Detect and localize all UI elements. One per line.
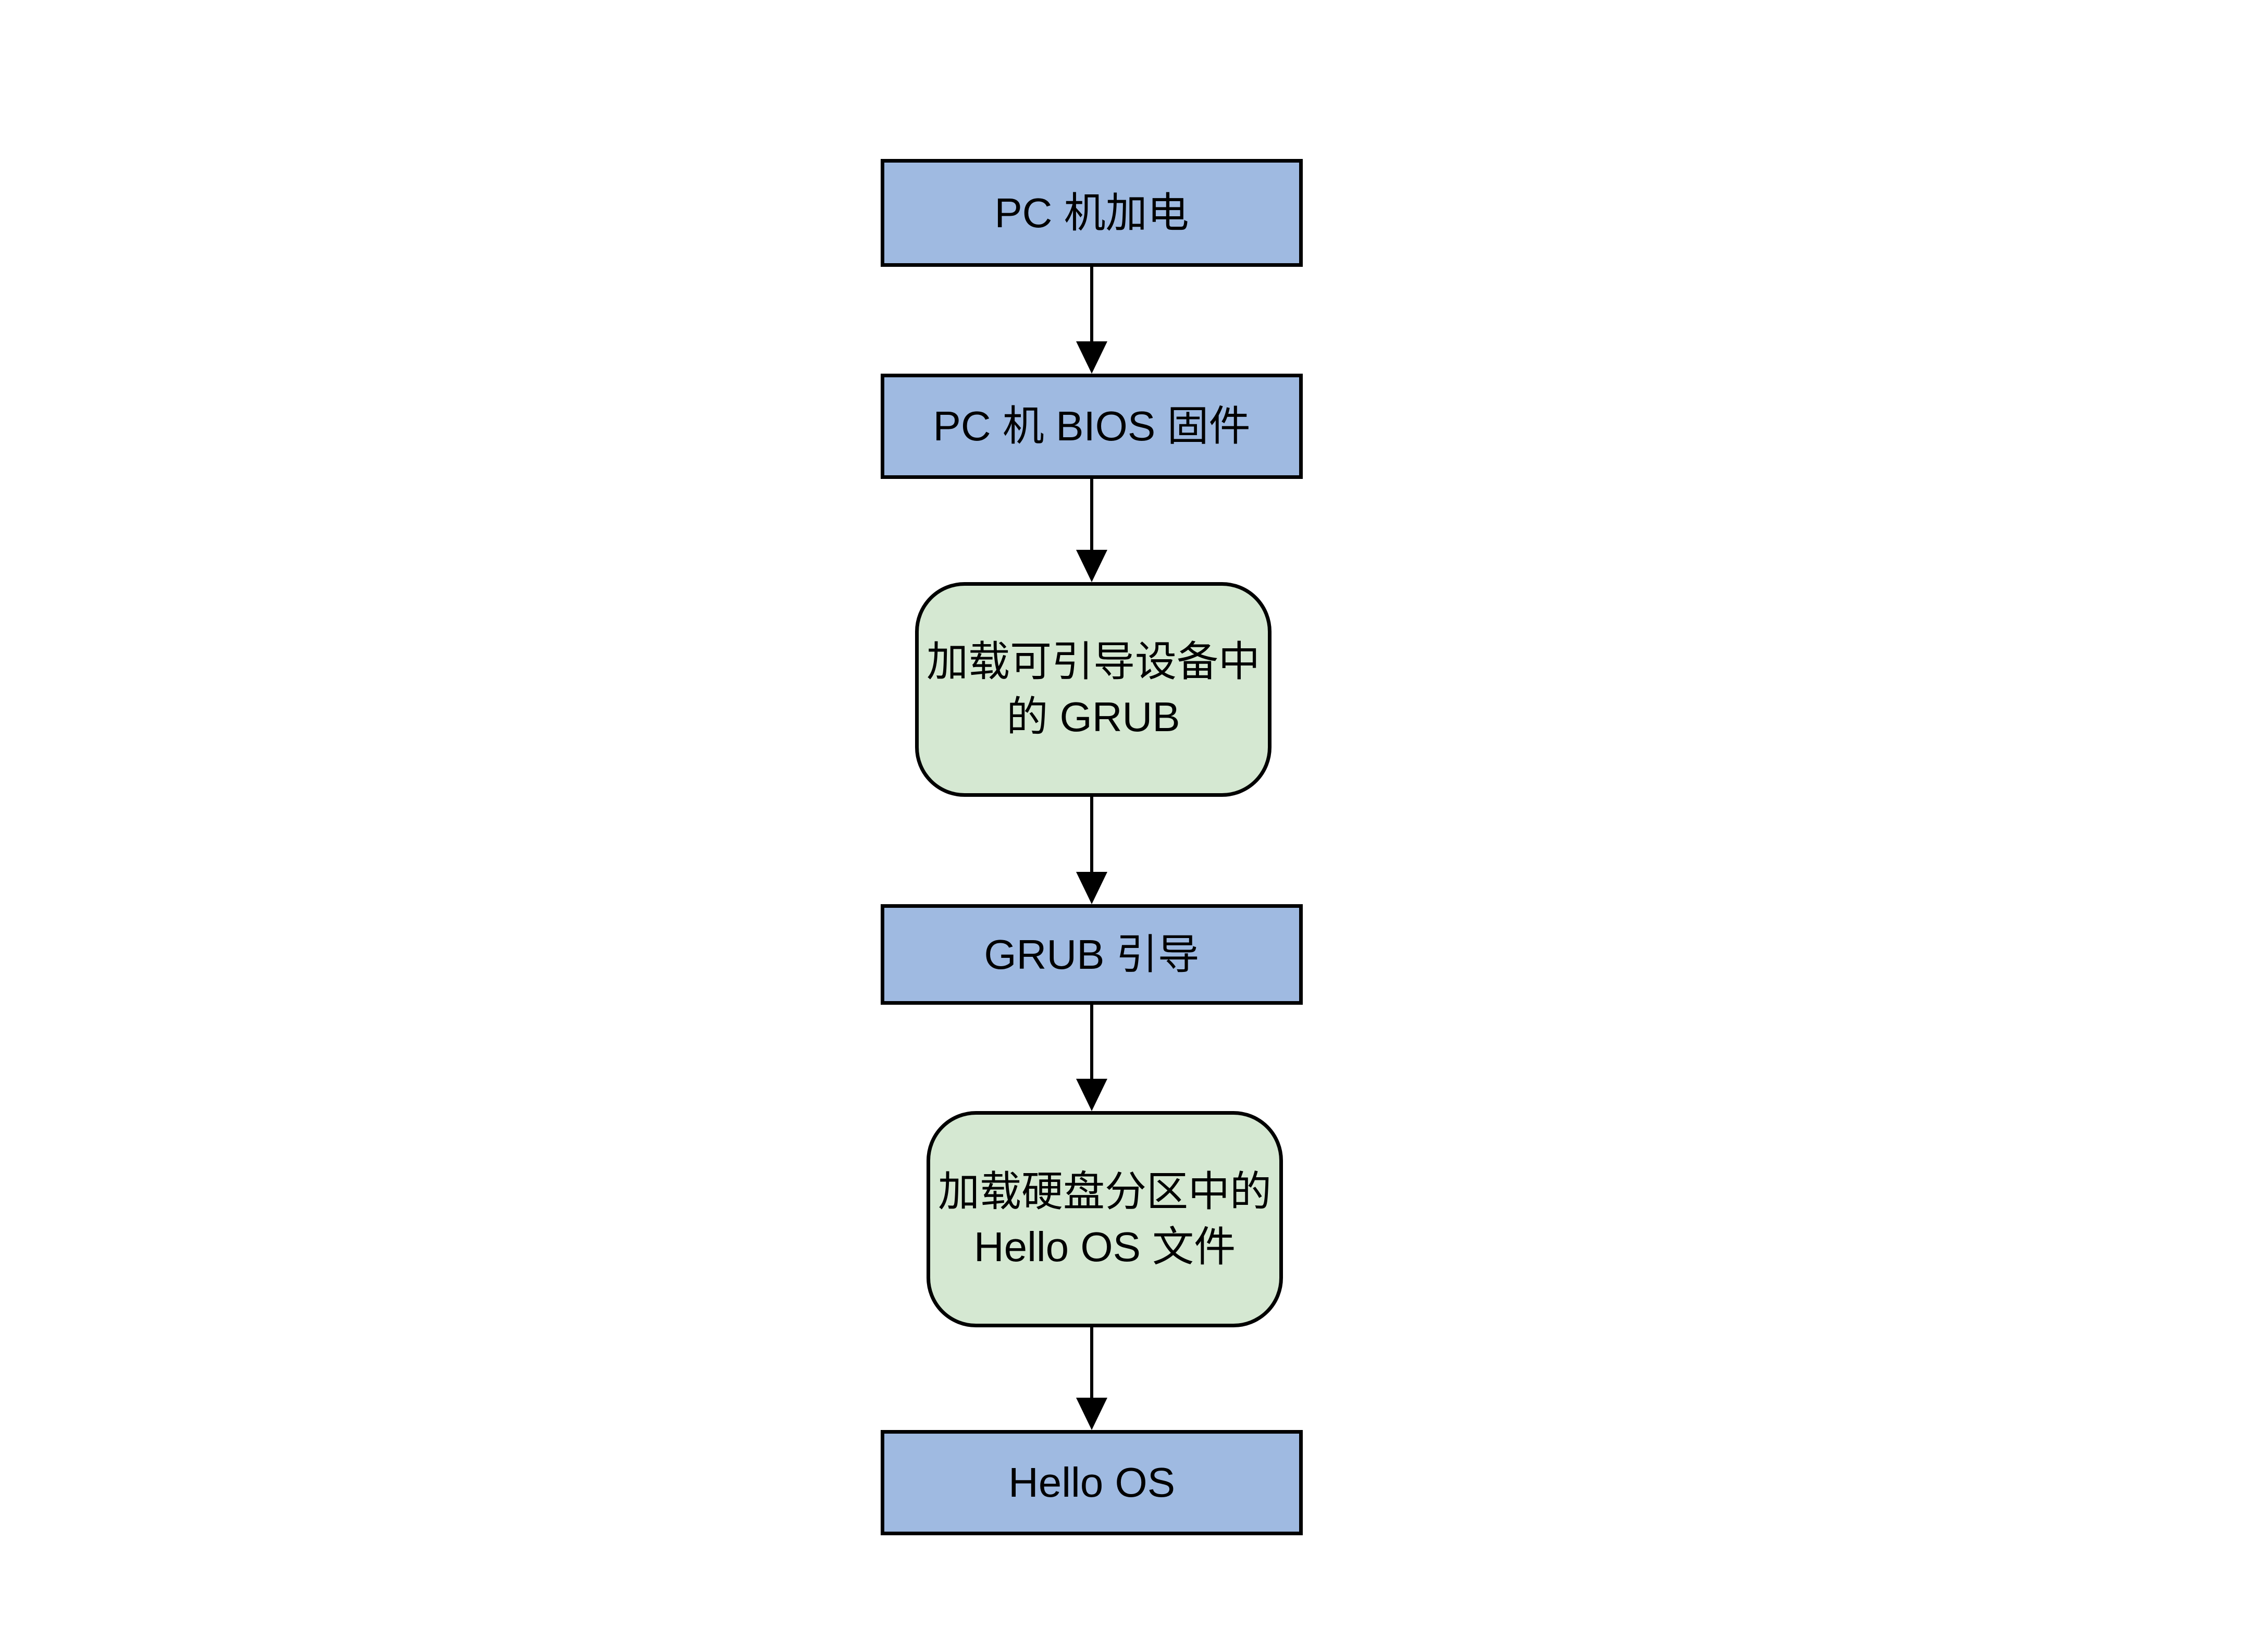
- node-label: PC 机 BIOS 固件: [933, 403, 1251, 450]
- node-label: PC 机加电: [994, 189, 1189, 236]
- arrow-shaft: [1090, 1005, 1093, 1083]
- arrow-power-to-bios: [1075, 267, 1108, 374]
- node-load-grub: 加载可引导设备中 的 GRUB: [915, 582, 1272, 797]
- arrowhead-down-icon: [1076, 341, 1107, 374]
- node-load-hello-os: 加载硬盘分区中的 Hello OS 文件: [927, 1111, 1283, 1327]
- node-pc-power-on: PC 机加电: [881, 159, 1303, 267]
- arrow-grub-boot-to-load-hello-os: [1075, 1005, 1108, 1111]
- node-label-line-2: 的 GRUB: [1006, 694, 1180, 740]
- arrow-shaft: [1090, 479, 1093, 554]
- arrowhead-down-icon: [1076, 1398, 1107, 1430]
- arrow-load-hello-os-to-hello-os: [1075, 1327, 1108, 1430]
- arrowhead-down-icon: [1076, 872, 1107, 904]
- node-label-line-1: 加载可引导设备中: [927, 638, 1260, 685]
- node-label-line-1: 加载硬盘分区中的: [938, 1168, 1272, 1215]
- node-label-line-2: Hello OS 文件: [973, 1223, 1236, 1270]
- node-pc-bios: PC 机 BIOS 固件: [881, 374, 1303, 479]
- node-hello-os: Hello OS: [881, 1430, 1303, 1535]
- node-grub-boot: GRUB 引导: [881, 904, 1303, 1005]
- node-label: GRUB 引导: [984, 931, 1200, 978]
- arrow-load-grub-to-grub-boot: [1075, 797, 1108, 904]
- arrowhead-down-icon: [1076, 550, 1107, 582]
- arrow-shaft: [1090, 797, 1093, 876]
- arrow-bios-to-load-grub: [1075, 479, 1108, 582]
- arrow-shaft: [1090, 267, 1093, 346]
- arrowhead-down-icon: [1076, 1079, 1107, 1111]
- arrow-shaft: [1090, 1327, 1093, 1402]
- node-label: Hello OS: [1008, 1459, 1176, 1506]
